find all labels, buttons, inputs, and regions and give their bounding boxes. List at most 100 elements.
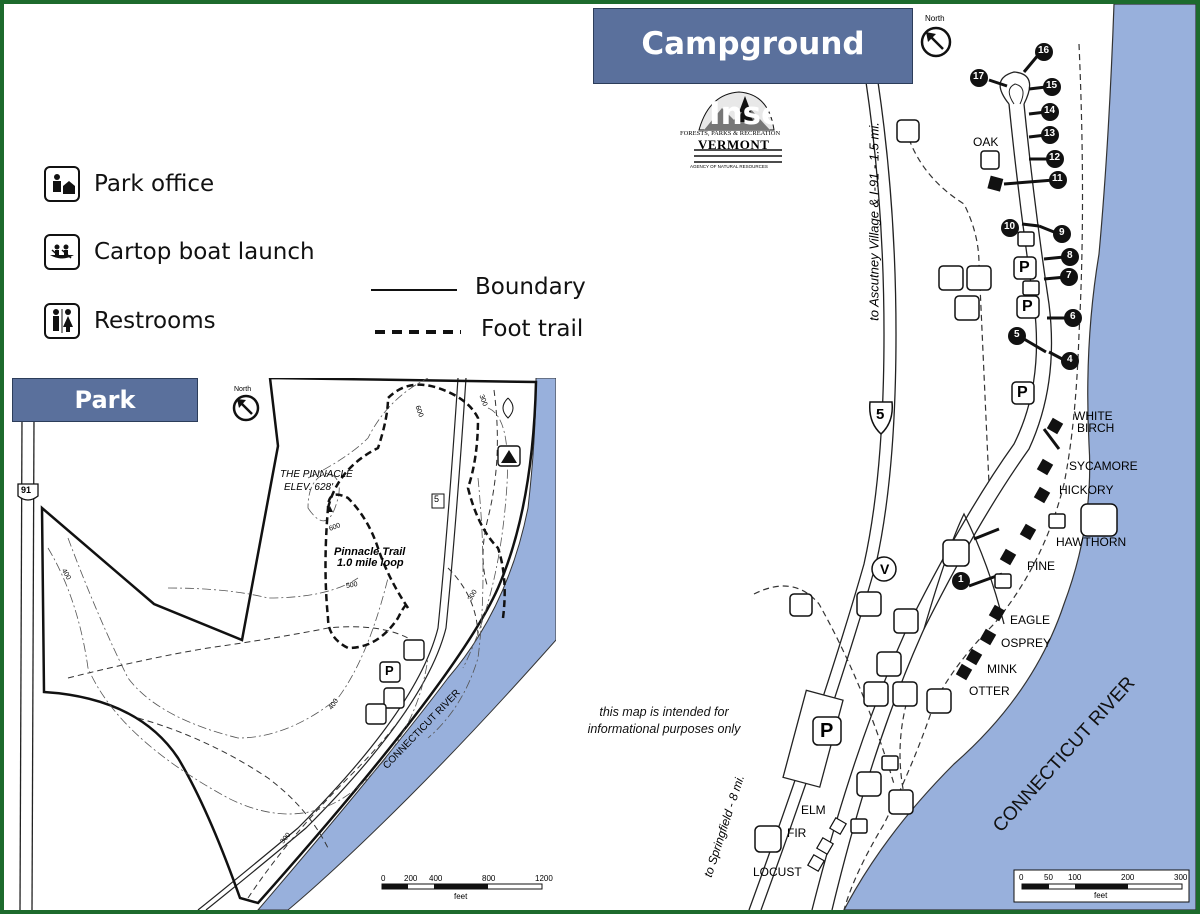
- lean-to-hickory-label: HICKORY: [1059, 483, 1114, 497]
- legend-boat-launch: Cartop boat launch: [44, 234, 315, 270]
- lean-to-markers: [955, 175, 1064, 681]
- overview-facility-icons: [365, 639, 425, 725]
- site-number-markers: [952, 43, 1082, 590]
- restrooms-icon: [44, 303, 80, 339]
- overview-route-5-label: 5: [434, 494, 440, 504]
- overview-campground-loop: [502, 397, 514, 419]
- parking-p-1: P: [1019, 259, 1030, 276]
- site-5-label: 5: [1014, 329, 1020, 340]
- site-6-label: 6: [1070, 311, 1076, 322]
- site-12-label: 12: [1049, 152, 1061, 163]
- pinnacle-trail-name-label: Pinnacle Trail: [334, 546, 406, 558]
- site-13-label: 13: [1044, 128, 1056, 139]
- legend-line-samples: [371, 289, 461, 334]
- site-9-label: 9: [1059, 227, 1065, 238]
- overview-river: [257, 378, 556, 910]
- interstate-91: [19, 417, 23, 910]
- facility-icons: [754, 119, 1118, 853]
- overview-minor-trails: [67, 389, 498, 899]
- site-17-label: 17: [973, 71, 985, 82]
- inset-scale-300: 300: [1174, 873, 1188, 882]
- pinnacle-summit-marker: [327, 506, 333, 512]
- overview-scale-400: 400: [429, 874, 443, 883]
- site-1-label: 1: [958, 574, 964, 585]
- route-5-label: 5: [876, 406, 885, 423]
- legend-boundary-label: Boundary: [475, 274, 586, 300]
- overview-scale-bar: [376, 870, 552, 902]
- overview-scale-200: 200: [404, 874, 418, 883]
- north-arrow-inset: [920, 26, 952, 58]
- parking-p-main: P: [820, 720, 834, 742]
- logo-state-text: VERMONT: [698, 137, 770, 152]
- vermont-fpr-logo: [694, 91, 782, 163]
- road-north-label: to Ascutney Village & I-91 - 1.5 mi.: [866, 122, 882, 321]
- legend-park-office: Park office: [44, 166, 214, 202]
- overview-campground-icon: [497, 445, 521, 467]
- lean-to-mink-label: MINK: [987, 662, 1017, 676]
- group-site-fir-label: FIR: [787, 826, 807, 840]
- north-label-inset: North: [925, 14, 945, 23]
- site-8-label: 8: [1067, 250, 1073, 261]
- canoe-icon: [44, 234, 80, 270]
- pinnacle-name-label: THE PINNACLE: [280, 469, 353, 480]
- interstate-91-label: 91: [21, 485, 32, 495]
- north-arrow-overview: [232, 394, 260, 422]
- overview-route-5-shield: [431, 493, 445, 509]
- inset-scale-0: 0: [1019, 873, 1024, 882]
- lean-to-sycamore-label: SYCAMORE: [1069, 459, 1138, 473]
- park-overview-title: Park Overview: [12, 378, 198, 456]
- visitor-v-symbol: V: [880, 561, 890, 577]
- inset-scale-unit: feet: [1094, 891, 1108, 900]
- park-overview-map: [8, 378, 556, 910]
- overview-scale-0: 0: [381, 874, 386, 883]
- inset-scale-50: 50: [1044, 873, 1053, 882]
- logo-sub-text: AGENCY OF NATURAL RESOURCES: [690, 164, 768, 169]
- north-label-overview: North: [234, 386, 252, 393]
- legend-restrooms: Restrooms: [44, 303, 216, 339]
- route-5-shield: [868, 401, 894, 436]
- pinnacle-trail: [324, 383, 506, 650]
- lean-to-otter-label: OTTER: [969, 684, 1010, 698]
- contour-lines: [47, 378, 508, 815]
- campground-inset-title: Campground Inset: [593, 8, 913, 132]
- interstate-91-shield: [17, 483, 39, 501]
- lean-to-eagle-label: EAGLE: [1010, 613, 1051, 627]
- pinnacle-trail-length-label: 1.0 mile loop: [337, 557, 404, 569]
- overview-scale-unit: feet: [454, 892, 468, 901]
- campground-loop: [999, 71, 1031, 105]
- group-site-locust-label: LOCUST: [753, 865, 802, 879]
- site-11-label: 11: [1052, 173, 1063, 184]
- lean-to-birch-label: BIRCH: [1077, 421, 1115, 435]
- group-site-markers: [806, 816, 848, 873]
- overview-scale-1200: 1200: [535, 874, 553, 883]
- parking-p-2: P: [1022, 298, 1033, 315]
- park-office-icon: [44, 166, 80, 202]
- site-14-label: 14: [1044, 105, 1056, 116]
- oak-loop-label: OAK: [973, 135, 999, 149]
- parking-p-3: P: [1017, 384, 1028, 401]
- inset-scale-100: 100: [1068, 873, 1082, 882]
- overview-parking-p: P: [385, 663, 394, 678]
- overview-route-5: [197, 378, 459, 910]
- disclaimer-note: this map is intended for informational p…: [587, 705, 741, 736]
- inset-scale-bar: [1013, 869, 1190, 903]
- group-site-elm-label: ELM: [801, 803, 826, 817]
- pinnacle-elev-label: ELEV. 628': [284, 482, 333, 493]
- campground-inset-map: [694, 4, 1196, 910]
- site-15-label: 15: [1046, 80, 1058, 91]
- legend-foot-trail-label: Foot trail: [481, 316, 584, 342]
- lean-to-hawthorn-label: HAWTHORN: [1056, 535, 1127, 549]
- park-boundary: [40, 378, 538, 905]
- site-7-label: 7: [1066, 270, 1072, 281]
- lean-to-osprey-label: OSPREY: [1001, 636, 1052, 650]
- overview-scale-800: 800: [482, 874, 496, 883]
- inset-river: [843, 4, 1196, 910]
- site-4-label: 4: [1067, 354, 1073, 365]
- inset-scale-200: 200: [1121, 873, 1135, 882]
- logo-agency-text: FORESTS, PARKS & RECREATION: [680, 130, 781, 137]
- lean-to-pine-label: PINE: [1027, 559, 1056, 573]
- site-10-label: 10: [1004, 221, 1016, 232]
- site-16-label: 16: [1038, 45, 1050, 56]
- lean-to-white-label: WHITE: [1074, 409, 1113, 423]
